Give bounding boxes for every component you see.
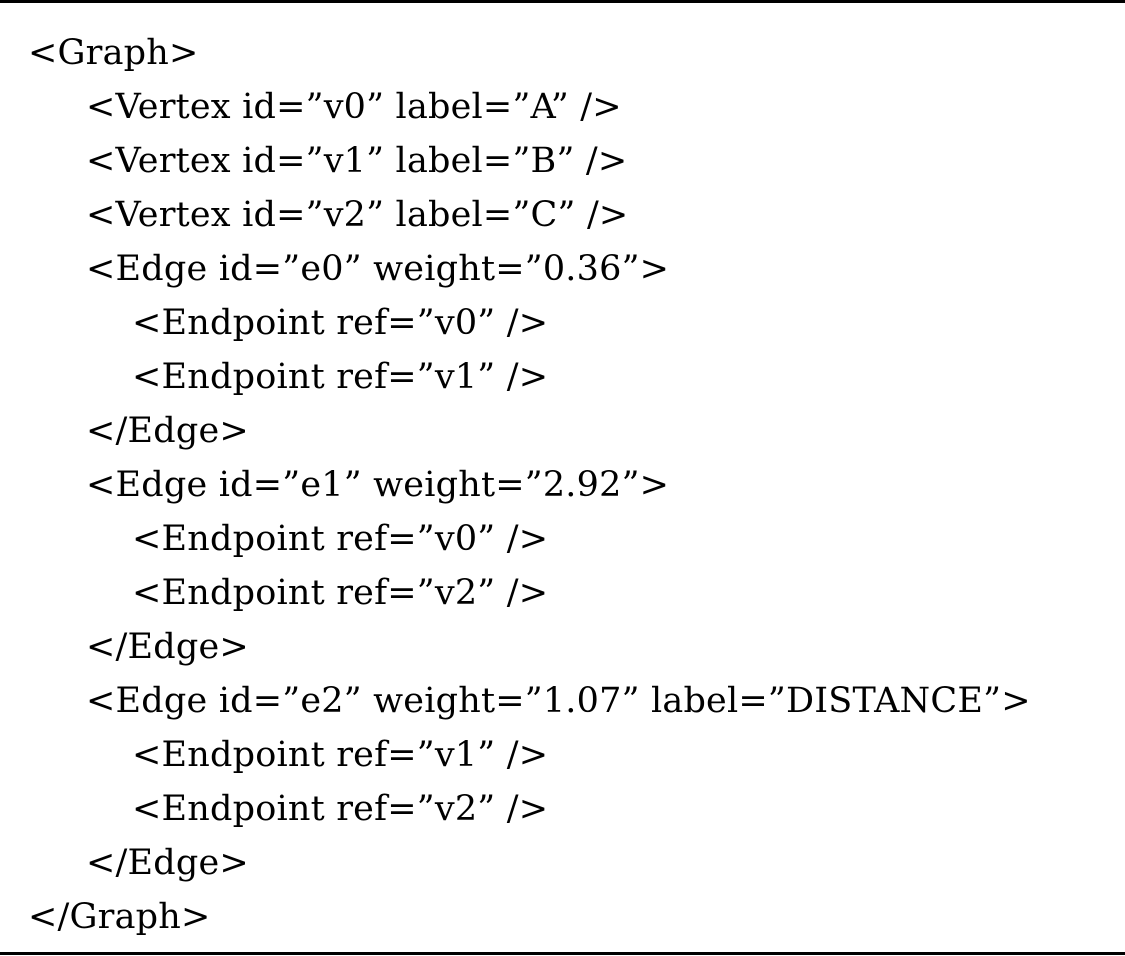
code-line: <Endpoint ref=”v2” /> [132,789,549,829]
code-line: </Edge> [86,627,249,667]
code-line: <Endpoint ref=”v0” /> [132,519,549,559]
code-line: <Endpoint ref=”v2” /> [132,573,549,613]
code-line: <Endpoint ref=”v1” /> [132,357,549,397]
code-line: <Edge id=”e0” weight=”0.36”> [86,249,670,289]
top-rule [0,0,1125,3]
code-line: <Endpoint ref=”v0” /> [132,303,549,343]
code-line: <Vertex id=”v2” label=”C” /> [86,195,629,235]
code-line: </Graph> [28,897,211,937]
code-line: <Endpoint ref=”v1” /> [132,735,549,775]
code-line: </Edge> [86,843,249,883]
code-line: </Edge> [86,411,249,451]
code-line: <Graph> [28,33,199,73]
bottom-rule [0,952,1125,955]
code-line: <Vertex id=”v0” label=”A” /> [86,87,622,127]
code-line: <Edge id=”e2” weight=”1.07” label=”DISTA… [86,681,1031,721]
code-line: <Vertex id=”v1” label=”B” /> [86,141,628,181]
code-line: <Edge id=”e1” weight=”2.92”> [86,465,670,505]
